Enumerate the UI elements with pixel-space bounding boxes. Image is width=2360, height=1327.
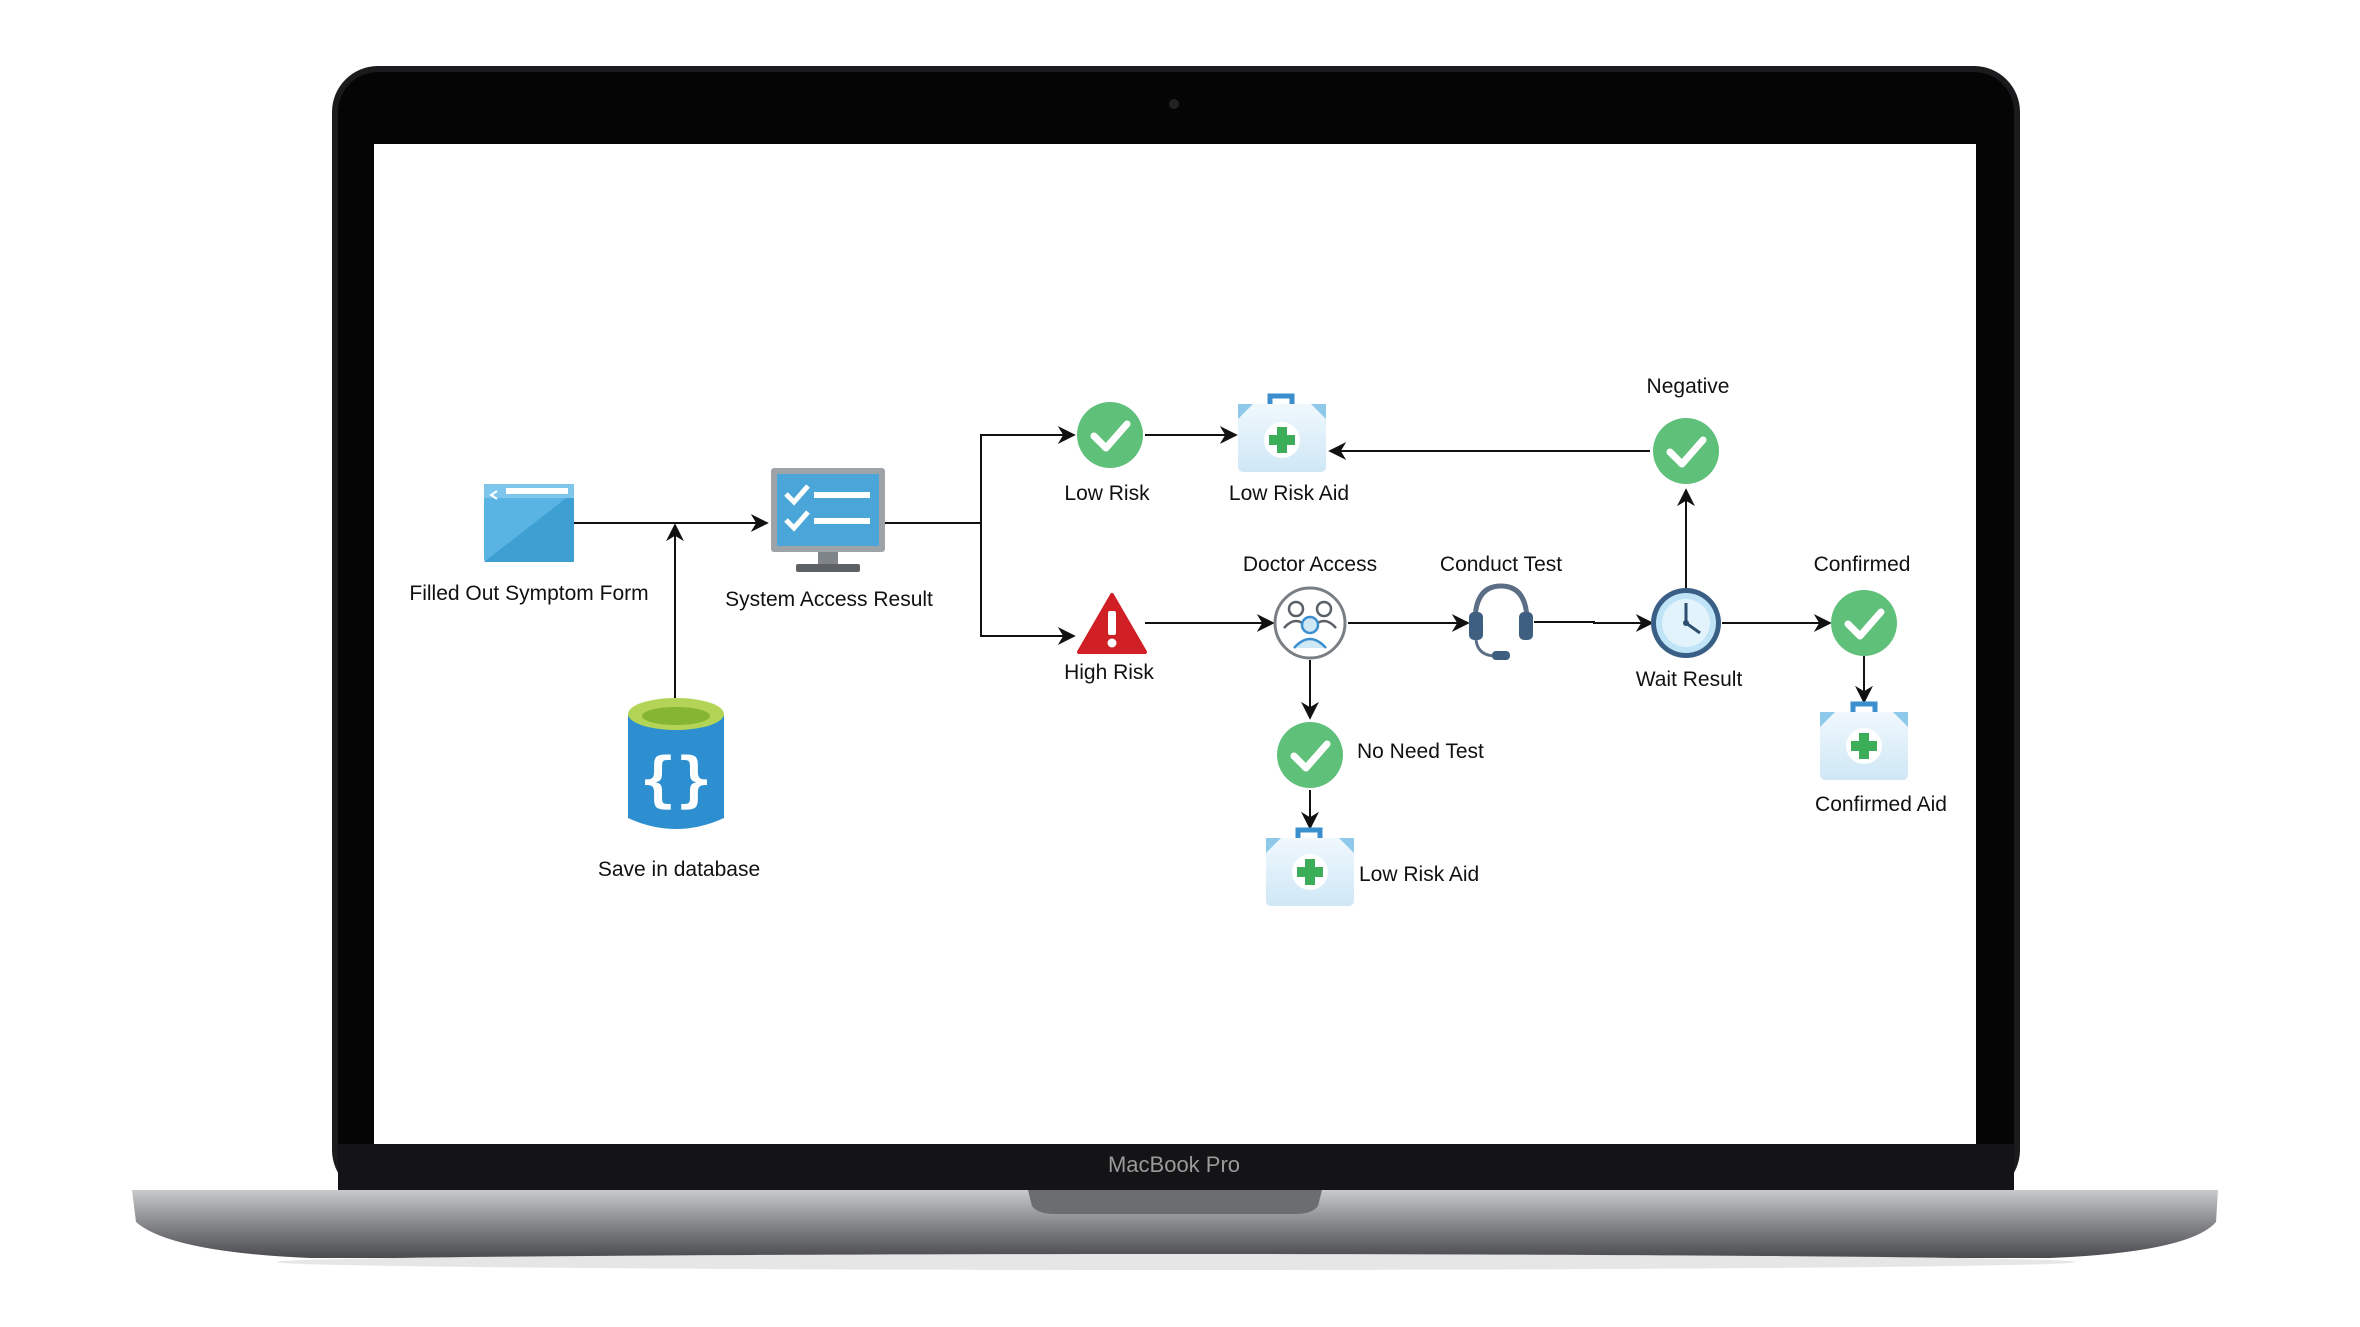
web-form-icon [484,484,574,562]
label-no-need-test: No Need Test [1357,740,1484,763]
label-system-access-result: System Access Result [725,588,933,611]
laptop-base [132,1190,2218,1270]
database-icon: {} [628,698,724,829]
label-high-risk: High Risk [1064,661,1154,684]
first-aid-kit-icon [1238,393,1326,472]
warning-icon [1077,593,1147,654]
first-aid-kit-icon [1266,827,1354,906]
label-confirmed: Confirmed [1813,553,1911,576]
screen [374,144,1976,1144]
edge-result-to-high-risk [980,523,1076,645]
label-conduct-test: Conduct Test [1439,553,1563,576]
connectors [574,426,1873,830]
trackpad-notch [1028,1190,1322,1214]
label-low-risk: Low Risk [1064,482,1150,505]
check-circle-icon [1077,402,1143,468]
check-circle-icon [1653,418,1719,484]
first-aid-kit-icon [1820,701,1908,780]
headset-icon [1469,583,1533,660]
brand-label: MacBook Pro [1107,1152,1241,1177]
camera-dot [1169,99,1179,109]
label-low-risk-aid-top: Low Risk Aid [1228,482,1350,505]
label-negative: Negative [1646,375,1730,398]
laptop-lid [332,66,2020,1196]
edge-test-to-wait [1534,614,1654,632]
check-circle-icon [1831,590,1897,656]
svg-text:{}: {} [640,745,712,815]
label-low-risk-aid-bottom: Low Risk Aid [1359,863,1480,886]
label-save-in-database: Save in database [597,858,761,881]
edge-result-to-low-risk [885,426,1076,524]
label-doctor-access: Doctor Access [1242,553,1378,576]
label-confirmed-aid: Confirmed Aid [1815,793,1947,816]
label-wait-result: Wait Result [1635,668,1743,691]
people-icon [1273,586,1347,660]
check-circle-icon [1277,722,1343,788]
label-filled-out-symptom-form: Filled Out Symptom Form [409,582,649,605]
monitor-checklist-icon [771,468,885,572]
clock-icon [1651,588,1721,658]
